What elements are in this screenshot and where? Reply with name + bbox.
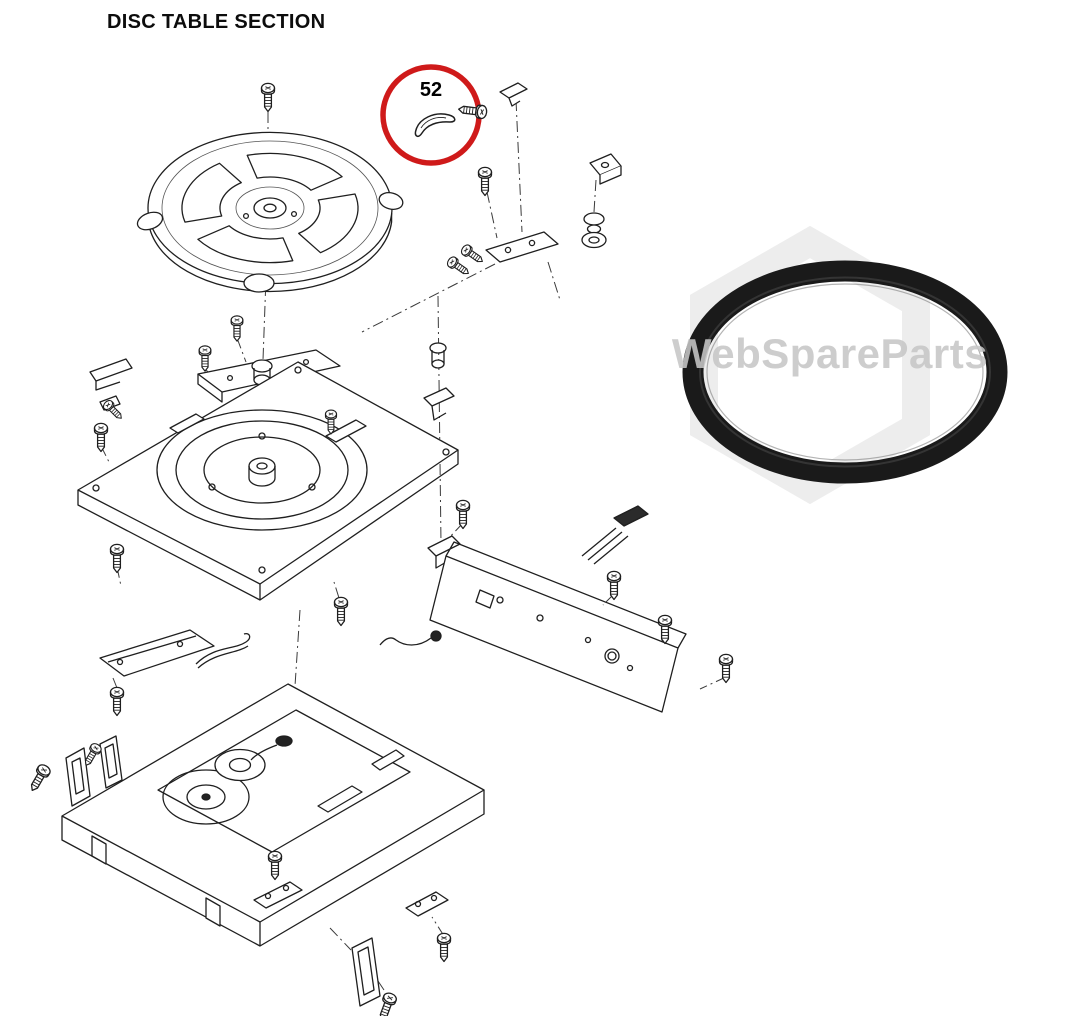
watermark-logo-hexagon (690, 225, 930, 505)
belt-part-drawing (414, 113, 456, 137)
stud-washer (429, 342, 447, 354)
left-latch (65, 747, 91, 807)
corner-bracket (427, 535, 461, 557)
left-latch (99, 735, 123, 789)
callout-number-label: 52 (419, 79, 443, 101)
side-bracket (423, 387, 455, 407)
disc-table-platter (136, 131, 404, 293)
middle-mechanism-tray (77, 361, 461, 601)
wire-harness (581, 527, 629, 565)
bottom-plate (253, 881, 303, 909)
bottom-chassis (61, 683, 485, 1007)
watermark-text: WebSpareParts (671, 330, 989, 377)
gear-ring (162, 769, 250, 825)
page-title: DISC TABLE SECTION (107, 11, 326, 33)
pulley (214, 748, 266, 782)
wire-grommet (430, 630, 442, 642)
clamp-bracket (499, 82, 528, 99)
platter-rim-notch (243, 273, 275, 293)
front-board-bracket (379, 505, 687, 713)
lower-left-bracket (99, 629, 251, 677)
bottom-bracket (405, 891, 449, 917)
rubber-belt (682, 260, 1008, 484)
tray-spindle (248, 457, 276, 475)
top-right-hardware (429, 82, 622, 369)
turntable-ring (156, 409, 368, 531)
ribbon-cable (195, 632, 251, 665)
wire-connector (613, 505, 649, 527)
platter-rim-notch (136, 211, 164, 231)
mount-plate (485, 231, 559, 263)
motor-pulley (275, 735, 293, 747)
platter-rim-notch (378, 192, 404, 210)
belt-photo (682, 225, 1008, 505)
grommet-washer (583, 212, 605, 226)
spindle (251, 359, 273, 373)
